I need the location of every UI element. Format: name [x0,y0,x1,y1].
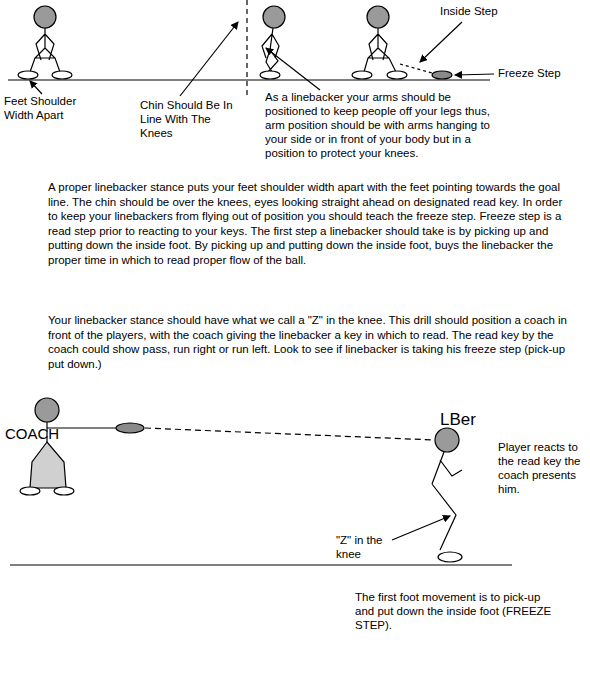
foot [260,71,280,79]
foot [52,71,72,79]
step-path [400,64,432,73]
callout-label: Feet Shoulder Width Apart [4,94,84,122]
leader-arrow [455,74,494,75]
ground-line [8,79,490,80]
callout-note: Player reacts to the read key the coach … [498,440,588,496]
figure-head [34,6,56,28]
callout-note: As a linebacker your arms should be posi… [265,90,503,160]
linebacker-head [435,428,459,452]
body-paragraph: Your linebacker stance should have what … [48,313,573,371]
figure-body [262,28,279,72]
coach-legs [30,442,66,488]
freeze-step-foot [432,71,452,79]
dashed-line [246,0,247,95]
foot [352,71,372,79]
foot [438,552,462,562]
callout-label: Freeze Step [498,66,588,80]
leader-arrow [392,516,450,540]
callout-label: Inside Step [440,4,550,18]
leader-arrow [266,48,320,90]
leader-arrow [180,22,238,96]
foot [20,487,40,495]
figure-head [367,6,389,28]
figure-body [364,28,396,72]
body-paragraph: A proper linebacker stance puts your fee… [48,180,573,267]
callout-label: Chin Should Be In Line With The Knees [140,98,240,140]
figure-head [263,6,285,28]
callout-label: "Z" in the knee [336,533,400,561]
ground-line [10,564,512,565]
football [116,423,144,433]
player-label: LBer [440,410,520,430]
leader-arrow [420,22,462,62]
linebacker-body [432,452,462,550]
coach-head [35,398,59,422]
stance-figures [8,0,512,565]
foot [54,487,74,495]
leader-arrow [30,81,42,94]
foot [18,71,38,79]
foot [387,71,407,79]
callout-note: The first foot movement is to pick-up an… [355,590,560,632]
figure-body [30,28,60,72]
read-line [145,428,434,440]
player-label: COACH [5,425,95,443]
